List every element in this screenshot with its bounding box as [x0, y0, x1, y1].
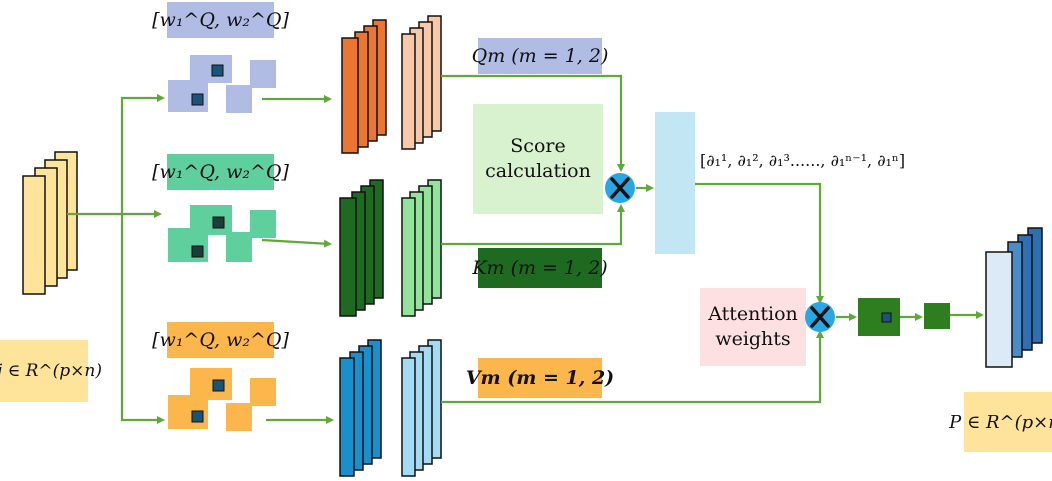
input-label-box: [0, 340, 88, 402]
v-weight-shape: [168, 368, 276, 431]
v-light-stack: [401, 339, 442, 477]
output-label-box: [964, 392, 1052, 452]
attention-output-square: [858, 298, 900, 336]
multiply-icon: [805, 302, 835, 332]
qkv-arrows: [441, 74, 824, 404]
weights-mid-label: [w₁^Q, w₂^Q]: [152, 161, 289, 183]
k-dark-stack: [339, 179, 384, 317]
v-dark-stack: [339, 339, 382, 477]
score-calc-label: Score calculation: [485, 135, 591, 182]
weights-bot-label: [w₁^Q, w₂^Q]: [152, 329, 289, 351]
weight-to-stack-arrows: [261, 95, 334, 424]
pooled-square: [924, 303, 950, 329]
vector-bar: [655, 112, 695, 254]
v-label-box: [478, 358, 602, 398]
input-label: uj ∈ R^(p×n): [0, 361, 102, 381]
q-label: Qm (m = 1, 2): [471, 45, 609, 67]
weights-mid-box: [167, 154, 274, 190]
v-label: Vm (m = 1, 2): [465, 367, 615, 389]
input-stack: [22, 151, 78, 295]
attention-weights-box: [700, 288, 806, 366]
k-weight-shape: [168, 205, 276, 262]
weights-top-label: [w₁^Q, w₂^Q]: [152, 9, 289, 31]
q-dark-stack: [341, 19, 387, 154]
weights-bot-box: [167, 322, 274, 358]
q-weight-shape: [168, 55, 276, 113]
weights-top-box: [167, 2, 274, 38]
attention-weights-label: Attention weights: [708, 303, 798, 350]
input-arrows: [67, 94, 165, 424]
q-light-stack: [401, 15, 442, 150]
output-label: P ∈ R^(p×n): [949, 411, 1052, 433]
q-label-box: [478, 38, 602, 74]
score-calc-box: [473, 104, 603, 214]
k-light-stack: [401, 179, 442, 317]
k-label-box: [478, 248, 602, 288]
vector-to-multiply-arrow: [695, 182, 824, 304]
output-stack: [985, 227, 1043, 368]
coefficients-label: [∂₁¹, ∂₁², ∂₁³......, ∂₁ⁿ⁻¹, ∂₁ⁿ]: [700, 150, 906, 170]
multiply-icon: [605, 173, 635, 203]
k-label: Km (m = 1, 2): [472, 257, 608, 279]
